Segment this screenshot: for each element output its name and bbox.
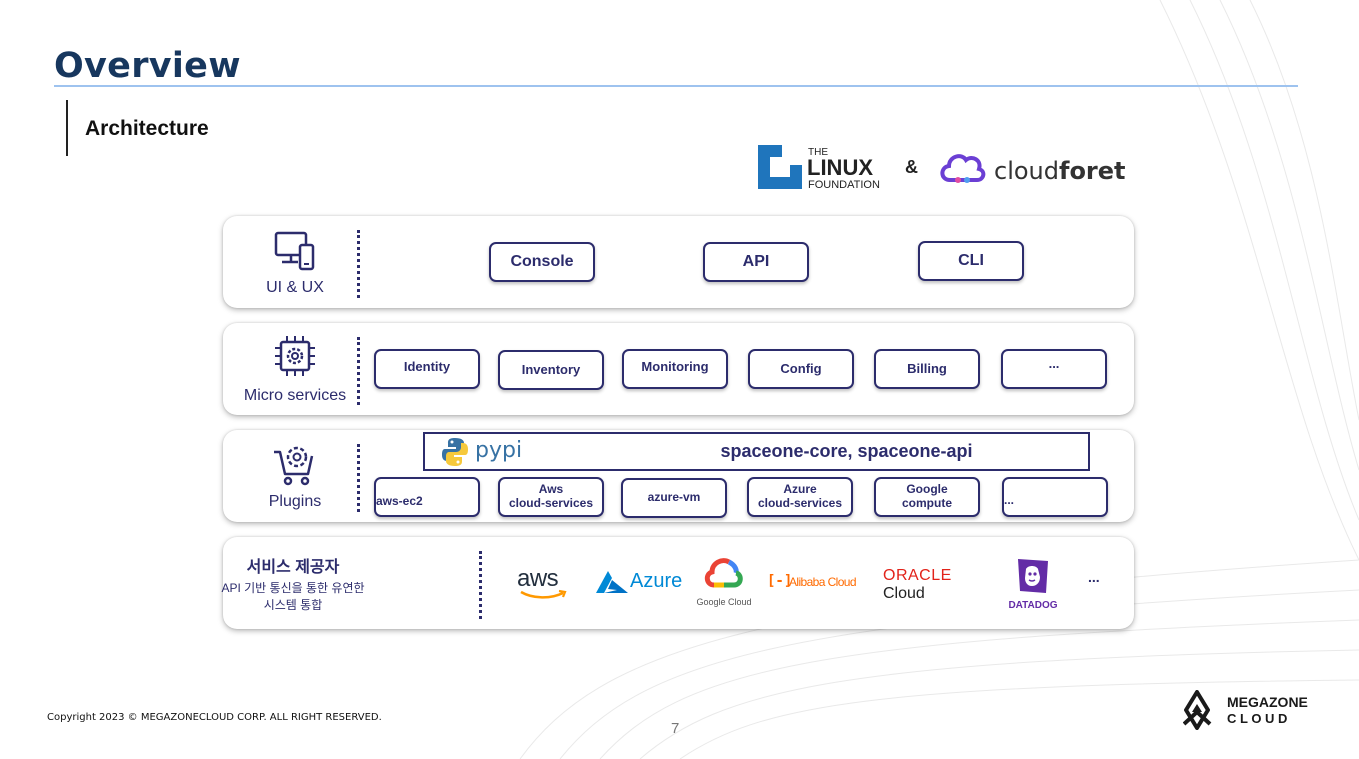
spaceone-core-box: pypi spaceone-core, spaceone-api <box>423 432 1090 471</box>
inventory-box[interactable]: Inventory <box>498 350 604 390</box>
chip-gear-icon <box>275 336 315 376</box>
plugin-line1: ... <box>1004 492 1015 507</box>
subtitle-bar <box>66 100 68 156</box>
plugin-line1: Azure <box>783 482 817 497</box>
plugin-line1: Google <box>906 482 948 497</box>
more-services-box[interactable]: ... <box>1001 349 1107 389</box>
more-plugins-box[interactable]: ... <box>1002 477 1108 517</box>
aws-logo: aws <box>517 565 569 605</box>
providers-desc-line2: 시스템 통합 <box>263 598 323 612</box>
cloudforet-part1: cloud <box>994 157 1059 185</box>
megazone-line2: C L O U D <box>1227 711 1287 726</box>
aws-smile-icon <box>520 589 567 599</box>
linux-foundation-logo: THE LINUX FOUNDATION <box>758 145 880 191</box>
azure-vm-box[interactable]: azure-vm <box>621 478 727 518</box>
layer-ui-ux: UI & UX Console API CLI <box>223 216 1134 308</box>
plugin-line1: aws-ec2 <box>376 493 423 508</box>
datadog-text: DATADOG <box>1008 600 1058 611</box>
datadog-logo: DATADOG <box>1003 557 1063 615</box>
google-cloud-text: Google Cloud <box>696 597 752 607</box>
console-box[interactable]: Console <box>489 242 595 282</box>
aws-ec2-box[interactable]: aws-ec2 <box>374 477 480 517</box>
plugin-line1: azure-vm <box>647 490 701 505</box>
pypi-label: pypi <box>475 438 523 463</box>
layer-divider <box>357 230 360 298</box>
azure-text: Azure <box>630 570 683 592</box>
cloudforet-logo: cloudforet <box>940 154 1126 185</box>
layer-service-providers: 서비스 제공자 API 기반 통신을 통한 유연한 시스템 통합 aws Azu… <box>221 537 1134 629</box>
layer-divider <box>357 337 360 405</box>
alibaba-bracket-icon: [-] <box>767 573 793 589</box>
title-divider <box>54 85 1298 87</box>
copyright-text: Copyright 2023 © MEGAZONECLOUD CORP. ALL… <box>47 712 382 723</box>
azure-cloud-services-box[interactable]: Azure cloud-services <box>747 477 853 517</box>
config-box[interactable]: Config <box>748 349 854 389</box>
spaceone-core-text: spaceone-core, spaceone-api <box>720 441 973 461</box>
lf-line1: THE <box>808 147 828 158</box>
providers-title: 서비스 제공자 <box>246 559 340 576</box>
plugin-line2: cloud-services <box>508 496 594 510</box>
aws-cloud-services-box[interactable]: Aws cloud-services <box>498 477 604 517</box>
cart-gear-icon <box>274 446 314 486</box>
layer-micro-services: Micro services Identity Inventory Monito… <box>223 323 1134 415</box>
lf-line2: LINUX <box>807 155 873 180</box>
providers-desc-line1: API 기반 통신을 통한 유연한 <box>221 581 365 595</box>
ampersand: & <box>905 157 918 177</box>
plugin-line1: Aws <box>538 482 564 497</box>
google-cloud-icon <box>704 558 743 588</box>
oracle-cloud-logo: ORACLE Cloud <box>883 567 983 607</box>
alibaba-text: Alibaba Cloud <box>789 575 857 589</box>
layer-divider <box>479 551 482 619</box>
megazone-line1: MEGAZONE <box>1227 694 1308 710</box>
plugin-line2: cloud-services <box>757 496 843 510</box>
lf-line3: FOUNDATION <box>808 179 880 191</box>
alibaba-cloud-logo: [-] Alibaba Cloud <box>767 573 863 593</box>
cli-box[interactable]: CLI <box>918 241 1024 281</box>
page-number: 7 <box>671 720 680 737</box>
azure-a-icon <box>596 571 628 593</box>
cloudforet-part2: foret <box>1059 157 1126 185</box>
azure-logo: Azure <box>595 568 685 596</box>
megazone-cloud-logo: MEGAZONE C L O U D <box>1183 690 1308 730</box>
api-box[interactable]: API <box>703 242 809 282</box>
layer-label-plugins: Plugins <box>268 493 322 510</box>
google-cloud-logo: Google Cloud <box>694 555 754 611</box>
page-title: Overview <box>54 46 241 86</box>
identity-box[interactable]: Identity <box>374 349 480 389</box>
plugin-line2: compute <box>901 496 952 510</box>
oracle-text: ORACLE <box>883 567 952 584</box>
svg-text:cloudforet: cloudforet <box>994 157 1126 185</box>
datadog-icon <box>1018 559 1048 593</box>
python-icon <box>442 438 468 466</box>
billing-box[interactable]: Billing <box>874 349 980 389</box>
devices-icon <box>274 231 315 271</box>
layer-label-ui: UI & UX <box>266 279 324 296</box>
oracle-cloud-text: Cloud <box>883 585 925 602</box>
monitoring-box[interactable]: Monitoring <box>622 349 728 389</box>
google-compute-box[interactable]: Google compute <box>874 477 980 517</box>
aws-text: aws <box>517 565 559 592</box>
section-subtitle: Architecture <box>85 117 209 140</box>
layer-label-micro: Micro services <box>243 387 347 404</box>
more-vendors: ... <box>1088 569 1100 585</box>
layer-divider <box>357 444 360 512</box>
